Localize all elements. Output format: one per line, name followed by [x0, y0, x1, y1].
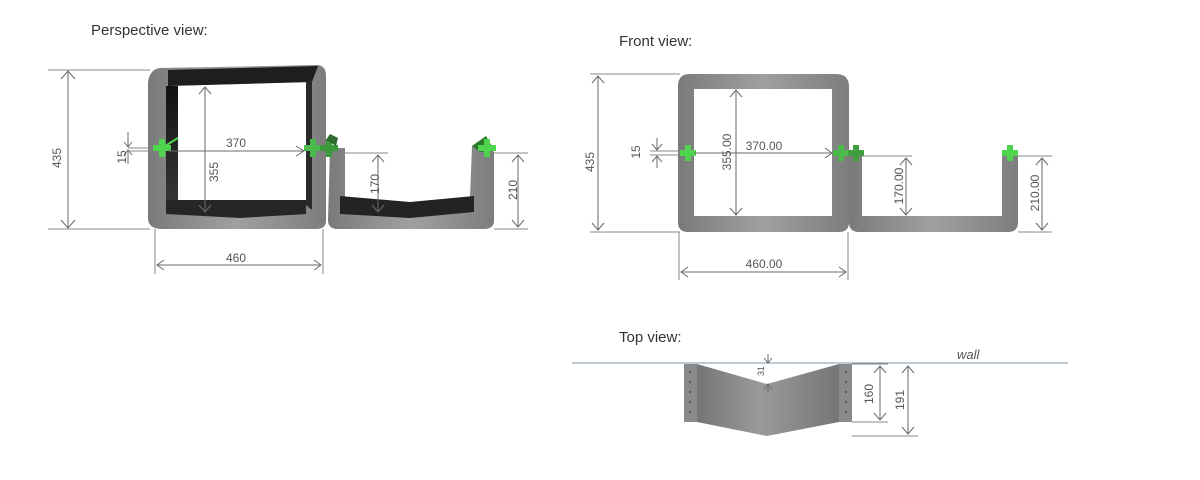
front-small-height-label: 170.00 [892, 167, 906, 204]
front-right-height-label: 210.00 [1028, 174, 1042, 211]
perspective-view-title: Perspective view: [91, 22, 208, 39]
perspective-large-box [148, 65, 326, 229]
front-view: 435 15 370.00 355.00 460.00 [583, 73, 1052, 280]
front-inner-height-label: 355.00 [720, 133, 734, 170]
front-thickness-label: 15 [629, 145, 643, 159]
top-shelf-plan [684, 364, 852, 436]
wall-label: wall [957, 347, 981, 362]
perspective-view: 435 15 370 355 460 [48, 65, 528, 274]
persp-inner-width-label: 370 [226, 136, 246, 150]
perspective-connectors [153, 134, 496, 157]
perspective-dimensions: 435 15 370 355 460 [48, 69, 528, 274]
persp-inner-height-label: 355 [207, 162, 221, 182]
front-connectors [680, 145, 1018, 161]
top-depth-label: 160 [862, 384, 876, 404]
front-view-title: Front view: [619, 33, 693, 50]
front-height-label: 435 [583, 152, 597, 172]
top-gap-label: 31 [756, 366, 766, 376]
persp-right-height-label: 210 [506, 180, 520, 200]
top-view-title: Top view: [619, 329, 682, 346]
front-small-box [849, 152, 1018, 232]
front-width-label: 460.00 [746, 257, 783, 271]
top-total-depth-label: 191 [893, 390, 907, 410]
front-dimensions: 435 15 370.00 355.00 460.00 [583, 73, 1052, 280]
persp-small-height-label: 170 [368, 174, 382, 194]
persp-height-label: 435 [50, 148, 64, 168]
top-view: wall 31 160 [572, 347, 1068, 437]
persp-thickness-label: 15 [115, 150, 129, 164]
persp-width-label: 460 [226, 251, 246, 265]
perspective-small-box [328, 136, 494, 229]
front-inner-width-label: 370.00 [746, 139, 783, 153]
top-dimensions: 31 160 191 [756, 354, 918, 437]
